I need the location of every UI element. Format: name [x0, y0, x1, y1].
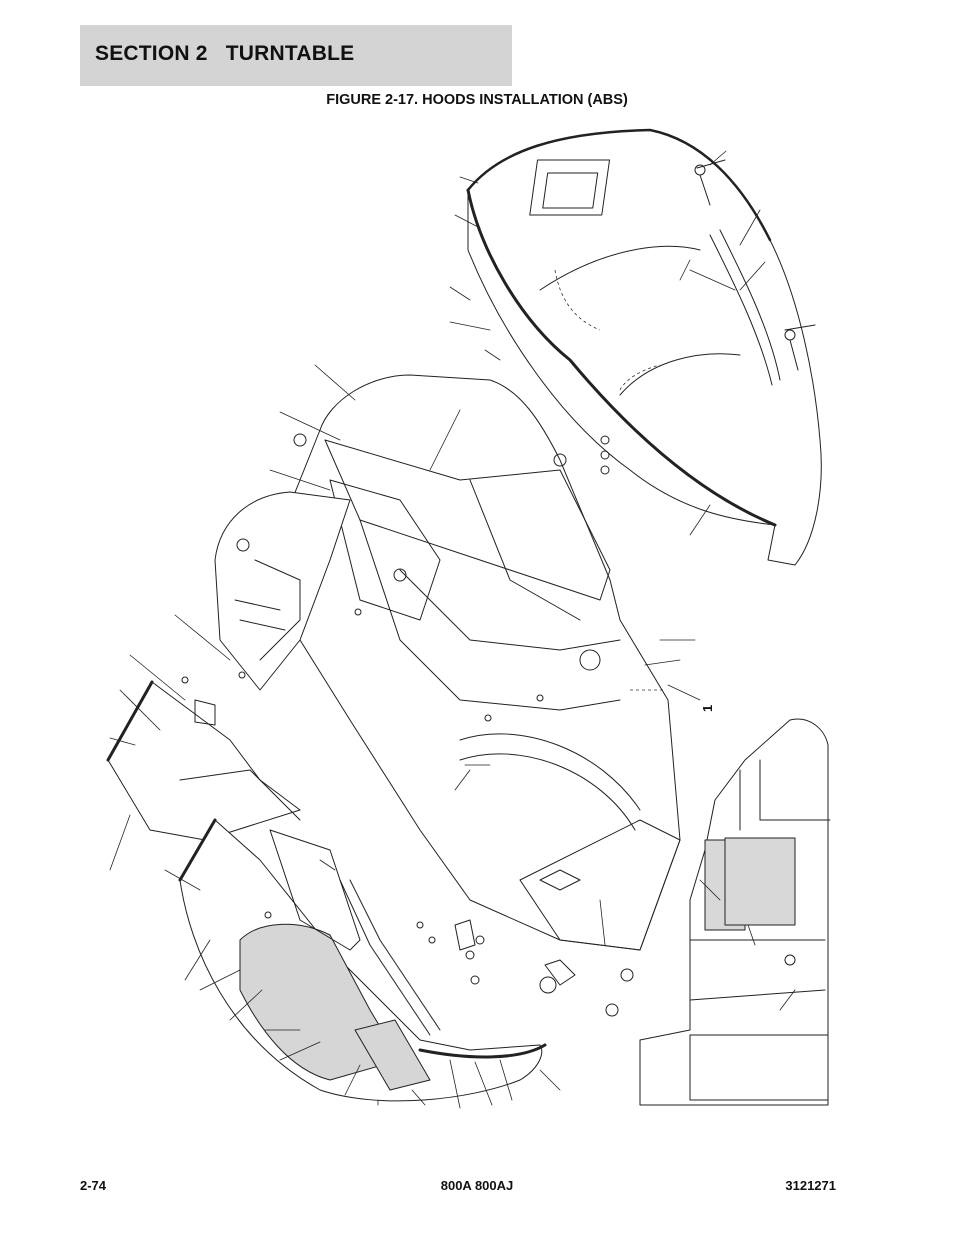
figure-title: FIGURE 2-17. HOODS INSTALLATION (ABS): [326, 92, 628, 108]
page-number: 2-74: [80, 1178, 107, 1193]
upper-hood-part: [466, 128, 822, 566]
reference-lines: [554, 269, 665, 691]
document-part-number: 3121271: [785, 1178, 836, 1193]
section-title: SECTION 2 TURNTABLE: [95, 42, 355, 65]
left-hood-shell-part: [214, 491, 351, 691]
callout-number: 1: [700, 705, 715, 712]
fastener-hardware: [181, 435, 634, 1017]
left-access-panel-part: [106, 680, 301, 841]
model-label: 800A 800AJ: [440, 1178, 514, 1193]
lower-front-hood-part: [178, 818, 547, 1102]
turntable-frame-part: [259, 374, 681, 951]
leader-lines: [109, 150, 796, 1109]
section-header: SECTION 2 TURNTABLE: [80, 25, 512, 86]
